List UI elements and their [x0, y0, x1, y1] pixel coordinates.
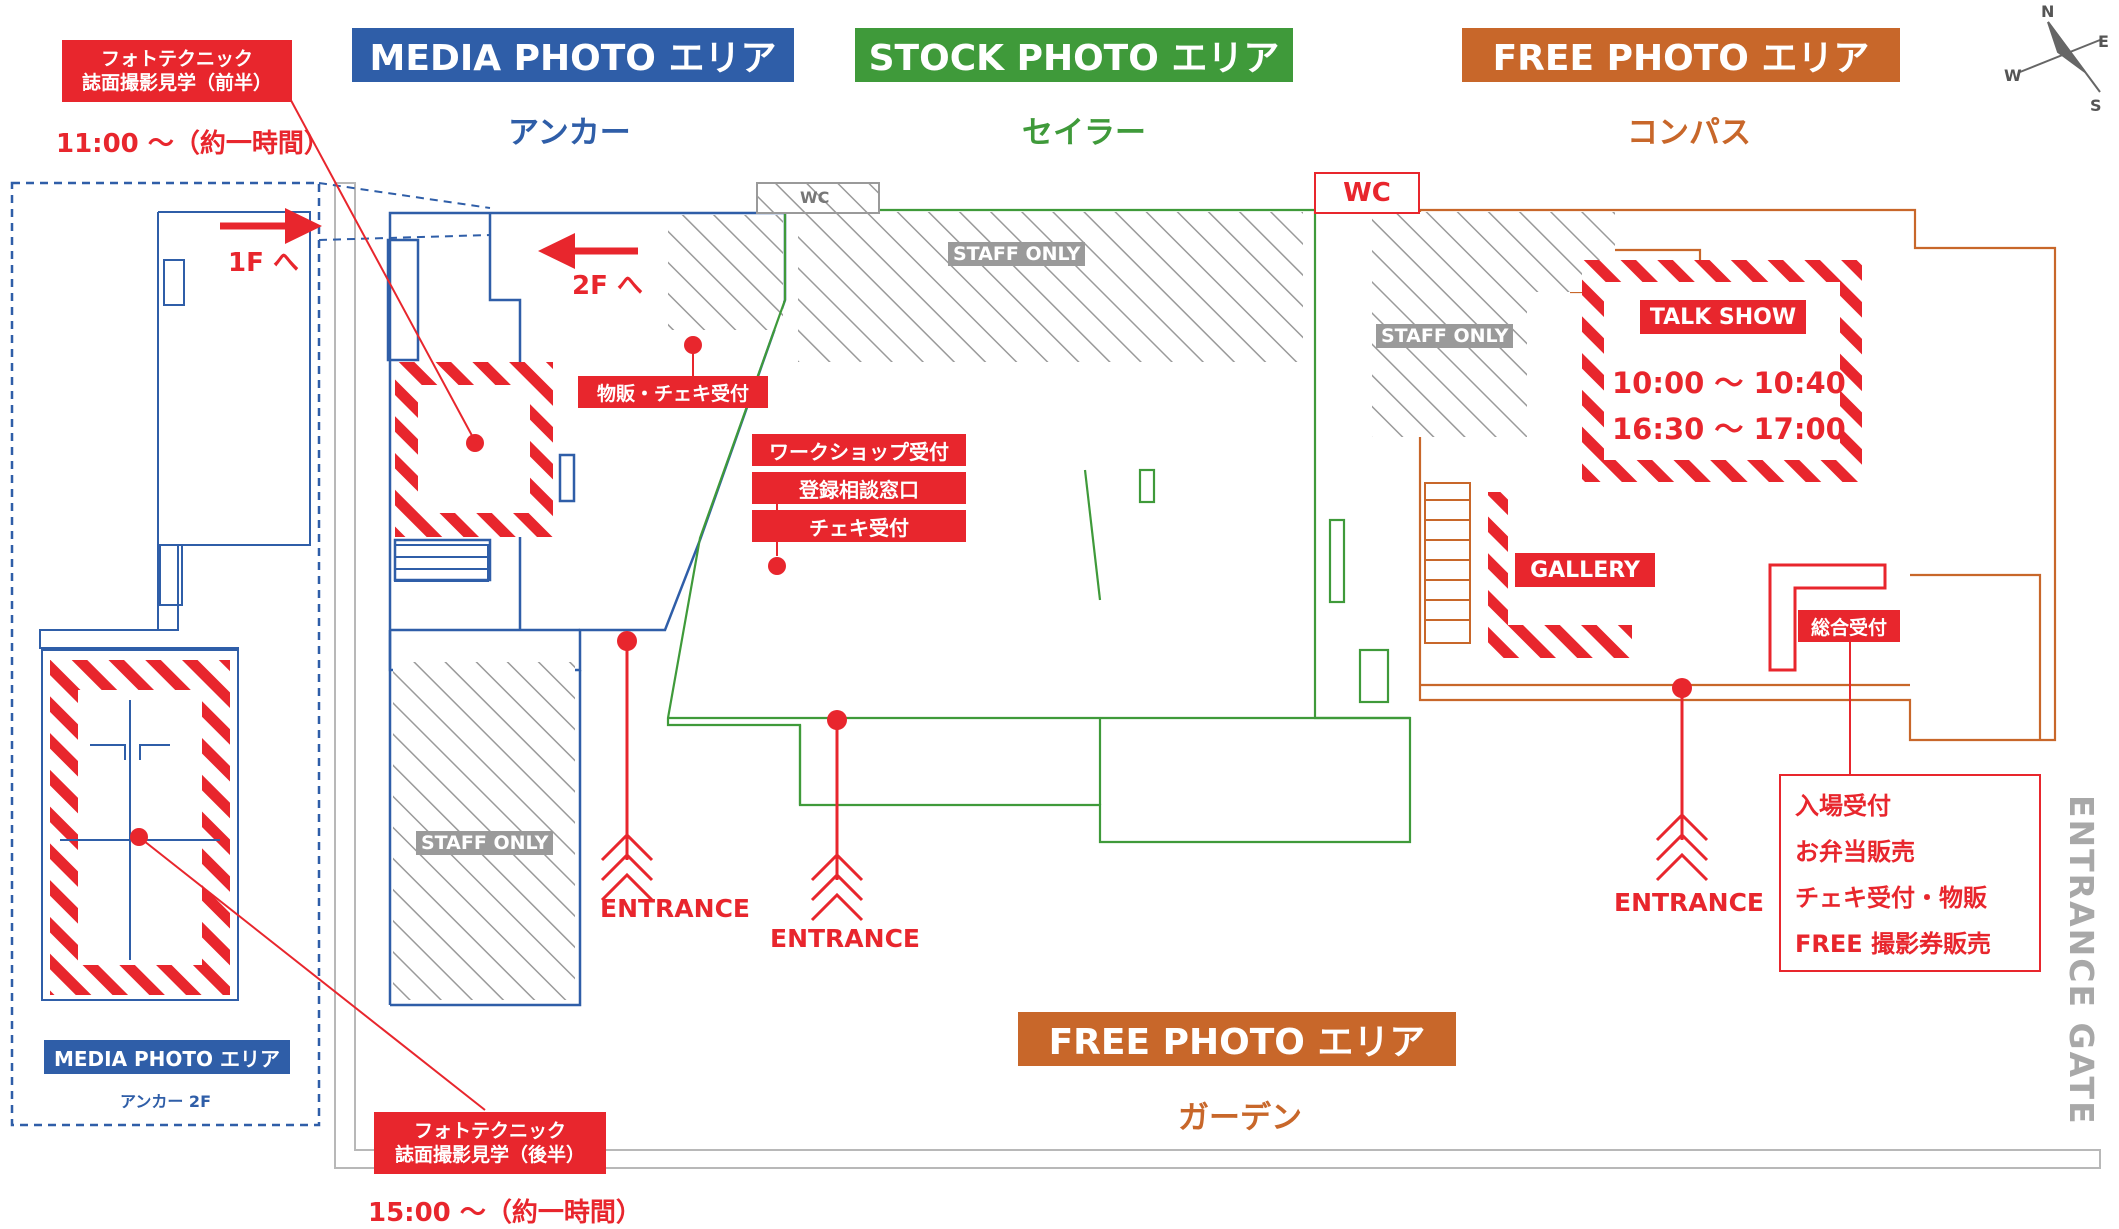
stairs-to-1f-label: 1F へ: [228, 248, 299, 278]
wc-small-block: [756, 182, 880, 214]
tour-second-box: フォトテクニック 誌面撮影見学（後半）: [374, 1112, 606, 1174]
merch-label: 物販・チェキ受付: [578, 376, 768, 408]
tour-first-line2: 誌面撮影見学（前半）: [81, 72, 272, 94]
anchor-2f-inset: [10, 181, 321, 1127]
reception-counter: [1768, 563, 1887, 672]
talk-show-time-2: 16:30 〜 17:00: [1612, 412, 1846, 446]
stock-area-title: STOCK PHOTO エリア: [855, 28, 1293, 82]
staff-only-sailor: STAFF ONLY: [948, 242, 1086, 266]
wc-small-label: WC: [800, 188, 830, 207]
media-area-venue: アンカー: [508, 115, 631, 151]
compass-s: S: [2090, 96, 2102, 115]
entrance-label-compass: ENTRANCE: [1614, 888, 1764, 917]
tour-second-time: 15:00 〜（約一時間）: [368, 1198, 642, 1228]
gallery-stairs: [1424, 482, 1471, 644]
property-boundary: [334, 182, 2101, 1169]
compass-e: E: [2098, 32, 2109, 51]
stock-area-venue: セイラー: [1022, 115, 1146, 151]
tour-first-time: 11:00 〜（約一時間）: [56, 129, 330, 159]
sailor-building: [666, 208, 1412, 844]
inset-connector: [318, 182, 491, 241]
tour-first-line1: フォトテクニック: [100, 48, 253, 70]
free-bottom-area-title: FREE PHOTO エリア: [1018, 1012, 1456, 1066]
media-2f-title: MEDIA PHOTO エリア: [44, 1040, 290, 1074]
staff-only-compass: STAFF ONLY: [1376, 324, 1514, 348]
workshop-label-2: 登録相談窓口: [752, 472, 966, 504]
wc-red-label: WC: [1314, 172, 1420, 214]
reception-service-3: チェキ受付・物販: [1795, 884, 1987, 912]
reception-services-box: 入場受付 お弁当販売 チェキ受付・物販 FREE 撮影券販売: [1779, 774, 2041, 972]
entrance-pins: [600, 631, 1709, 922]
stairs-to-2f-label: 2F へ: [572, 271, 643, 301]
anchor-store-room: [668, 215, 783, 330]
staff-only-anchor: STAFF ONLY: [416, 831, 554, 855]
entrance-label-sailor: ENTRANCE: [770, 924, 920, 953]
compass-w: W: [2004, 66, 2022, 85]
free-top-area-title: FREE PHOTO エリア: [1462, 28, 1900, 82]
reception-service-4: FREE 撮影券販売: [1795, 930, 1992, 958]
reception-service-1: 入場受付: [1795, 792, 1891, 820]
workshop-label-3: チェキ受付: [752, 510, 966, 542]
talk-show-title: TALK SHOW: [1640, 300, 1806, 334]
media-2f-venue: アンカー 2F: [120, 1092, 211, 1111]
tour-first-box: フォトテクニック 誌面撮影見学（前半）: [62, 40, 292, 102]
free-top-area-venue: コンパス: [1627, 115, 1751, 151]
sailor-staff-area-2: [1090, 212, 1303, 360]
tour-second-line1: フォトテクニック: [413, 1120, 566, 1142]
free-bottom-area-venue: ガーデン: [1178, 1100, 1302, 1136]
media-area-title: MEDIA PHOTO エリア: [352, 28, 794, 82]
compass-rose-lines: [2019, 21, 2101, 93]
talk-show-time-1: 10:00 〜 10:40: [1612, 366, 1846, 400]
gallery-zone: [1488, 492, 1632, 658]
gallery-label: GALLERY: [1515, 553, 1655, 587]
tour-second-line2: 誌面撮影見学（後半）: [394, 1144, 585, 1166]
workshop-label-1: ワークショップ受付: [752, 434, 966, 466]
compass-n: N: [2041, 2, 2055, 21]
entrance-gate-label: ENTRANCE GATE: [2062, 795, 2101, 1126]
anchor-2f-building: [39, 211, 311, 1001]
general-reception-label: 総合受付: [1798, 610, 1900, 642]
reception-service-2: お弁当販売: [1795, 838, 1915, 866]
entrance-label-anchor: ENTRANCE: [600, 894, 750, 923]
